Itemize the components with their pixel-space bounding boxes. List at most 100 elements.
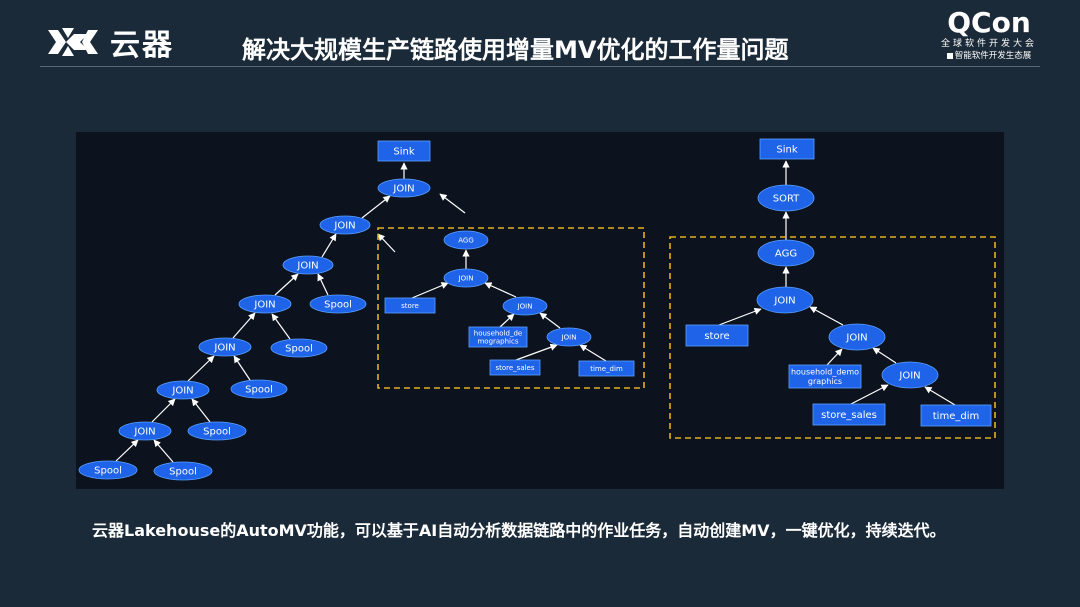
edge-subtree-join2 bbox=[377, 233, 396, 253]
right-join-node-2 bbox=[828, 323, 886, 351]
left-join-node-5 bbox=[198, 337, 252, 357]
left-store-node-label: store bbox=[401, 302, 419, 310]
edge-spool6-join7 bbox=[153, 439, 174, 463]
left-join-node-7-label: JOIN bbox=[133, 427, 155, 438]
edge-join6-join5 bbox=[187, 355, 215, 382]
left-spool-node-1 bbox=[309, 294, 367, 314]
left-join-node-6 bbox=[156, 380, 210, 400]
brand-name: 云器 bbox=[110, 28, 174, 63]
edge-household-subjoin2 bbox=[499, 313, 515, 328]
edge-spool2-join4 bbox=[271, 313, 291, 340]
left-sub-join-node-1-label: JOIN bbox=[458, 274, 474, 282]
right-store-sales-node bbox=[812, 403, 886, 426]
left-sub-join-node-1 bbox=[443, 268, 489, 288]
slide-title: 解决大规模生产链路使用增量MV优化的工作量问题 bbox=[242, 36, 789, 64]
qcon-tagline: 全球软件开发大会 bbox=[940, 39, 1037, 49]
left-sub-join-node-2 bbox=[502, 296, 548, 316]
yunqi-logo: 云器 bbox=[44, 22, 174, 63]
edge-rjoin3-rjoin2 bbox=[872, 347, 897, 364]
edge-agg-join1 bbox=[439, 193, 466, 214]
right-store-node-label: store bbox=[704, 331, 729, 342]
left-spool-node-3-label: Spool bbox=[245, 385, 273, 396]
right-agg-node bbox=[757, 239, 815, 267]
qcon-logo: QCon 全球软件开发大会 智能软件开发生态展 bbox=[934, 8, 1044, 62]
edge-storesales-subjoin3 bbox=[515, 343, 558, 361]
left-spool-node-6-label: Spool bbox=[169, 467, 197, 478]
left-sub-join-node-3-label: JOIN bbox=[561, 333, 577, 341]
left-join-node-4-label: JOIN bbox=[253, 300, 275, 311]
left-store-sales-node-label: store_sales bbox=[495, 364, 534, 372]
left-spool-node-4 bbox=[187, 421, 247, 441]
edge-store-subjoin1 bbox=[411, 282, 449, 299]
right-store-sales-node-label: store_sales bbox=[821, 410, 877, 421]
left-sub-join-node-2-label: JOIN bbox=[517, 302, 533, 310]
header-divider bbox=[40, 66, 1040, 67]
left-household-node bbox=[468, 326, 528, 348]
left-sink-node-label: Sink bbox=[393, 147, 414, 158]
right-sort-node-label: SORT bbox=[773, 194, 800, 205]
right-join-node-3-label: JOIN bbox=[898, 371, 920, 382]
edge-timedim-subjoin3 bbox=[579, 344, 607, 362]
edge-spool5-join7 bbox=[115, 439, 139, 462]
left-spool-node-5 bbox=[78, 460, 138, 480]
right-time-dim-node bbox=[920, 404, 992, 427]
edge-subjoin3-subjoin2 bbox=[539, 312, 561, 329]
left-spool-node-2 bbox=[270, 338, 328, 358]
right-sink-node bbox=[759, 138, 815, 160]
qcon-subtitle-text: 智能软件开发生态展 bbox=[954, 51, 1032, 61]
edge-rstore-rjoin1 bbox=[718, 307, 762, 326]
right-join-node-1-label: JOIN bbox=[773, 296, 795, 307]
left-join-node-1 bbox=[377, 178, 431, 198]
right-join-node-3 bbox=[881, 361, 939, 389]
left-spool-node-2-label: Spool bbox=[285, 344, 313, 355]
edge-join2-join1 bbox=[361, 195, 391, 219]
edge-spool3-join5 bbox=[233, 355, 251, 381]
left-join-node-5-label: JOIN bbox=[213, 343, 235, 354]
left-join-node-3 bbox=[282, 255, 334, 275]
left-join-node-4 bbox=[238, 294, 292, 314]
edge-join7-join6 bbox=[151, 398, 176, 423]
qcon-name: QCon bbox=[947, 6, 1031, 39]
edge-rstoresales-rjoin3 bbox=[850, 384, 889, 405]
qcon-subtitle: 智能软件开发生态展 bbox=[934, 50, 1044, 62]
right-join-node-2-label: JOIN bbox=[845, 333, 867, 344]
caption: 云器Lakehouse的AutoMV功能，可以基于AI自动分析数据链路中的作业任… bbox=[92, 521, 946, 540]
left-store-sales-node bbox=[489, 359, 541, 376]
edge-rtimedim-rjoin3 bbox=[924, 386, 956, 406]
left-spool-node-5-label: Spool bbox=[94, 466, 122, 477]
left-time-dim-node-label: time_dim bbox=[590, 365, 623, 373]
edge-join5-join4 bbox=[232, 312, 256, 339]
left-join-node-2 bbox=[319, 215, 371, 235]
left-agg-node bbox=[443, 230, 489, 250]
left-sink-node bbox=[377, 140, 431, 162]
edge-rjoin2-rjoin1 bbox=[809, 306, 844, 326]
right-join-node-1 bbox=[756, 286, 814, 314]
right-mv-region bbox=[669, 236, 996, 439]
left-join-node-7 bbox=[118, 421, 172, 441]
left-join-node-3-label: JOIN bbox=[296, 261, 318, 272]
right-time-dim-node-label: time_dim bbox=[933, 411, 979, 422]
left-spool-node-3 bbox=[230, 379, 288, 399]
edge-spool1-join3 bbox=[317, 273, 329, 296]
right-store-node bbox=[685, 324, 749, 347]
edge-join3-join2 bbox=[321, 233, 337, 258]
edge-rhousehold-rjoin2 bbox=[826, 348, 843, 366]
qcon-badge-icon bbox=[946, 52, 953, 59]
left-spool-node-4-label: Spool bbox=[203, 427, 231, 438]
left-time-dim-node bbox=[578, 360, 635, 377]
right-household-node bbox=[788, 364, 862, 389]
left-join-node-1-label: JOIN bbox=[392, 184, 414, 195]
plan-diagram: SinkJOINJOINJOINJOINJOINJOINJOINSpoolSpo… bbox=[78, 138, 996, 481]
left-agg-node-label: AGG bbox=[458, 236, 474, 244]
edge-join4-join3 bbox=[274, 273, 299, 296]
left-spool-node-1-label: Spool bbox=[324, 300, 352, 311]
left-mv-region bbox=[377, 227, 645, 389]
right-agg-node-label: AGG bbox=[775, 249, 797, 260]
left-store-node bbox=[384, 297, 436, 314]
left-spool-node-6 bbox=[153, 461, 213, 481]
left-sub-join-node-3 bbox=[546, 327, 592, 347]
right-sink-node-label: Sink bbox=[776, 145, 797, 156]
